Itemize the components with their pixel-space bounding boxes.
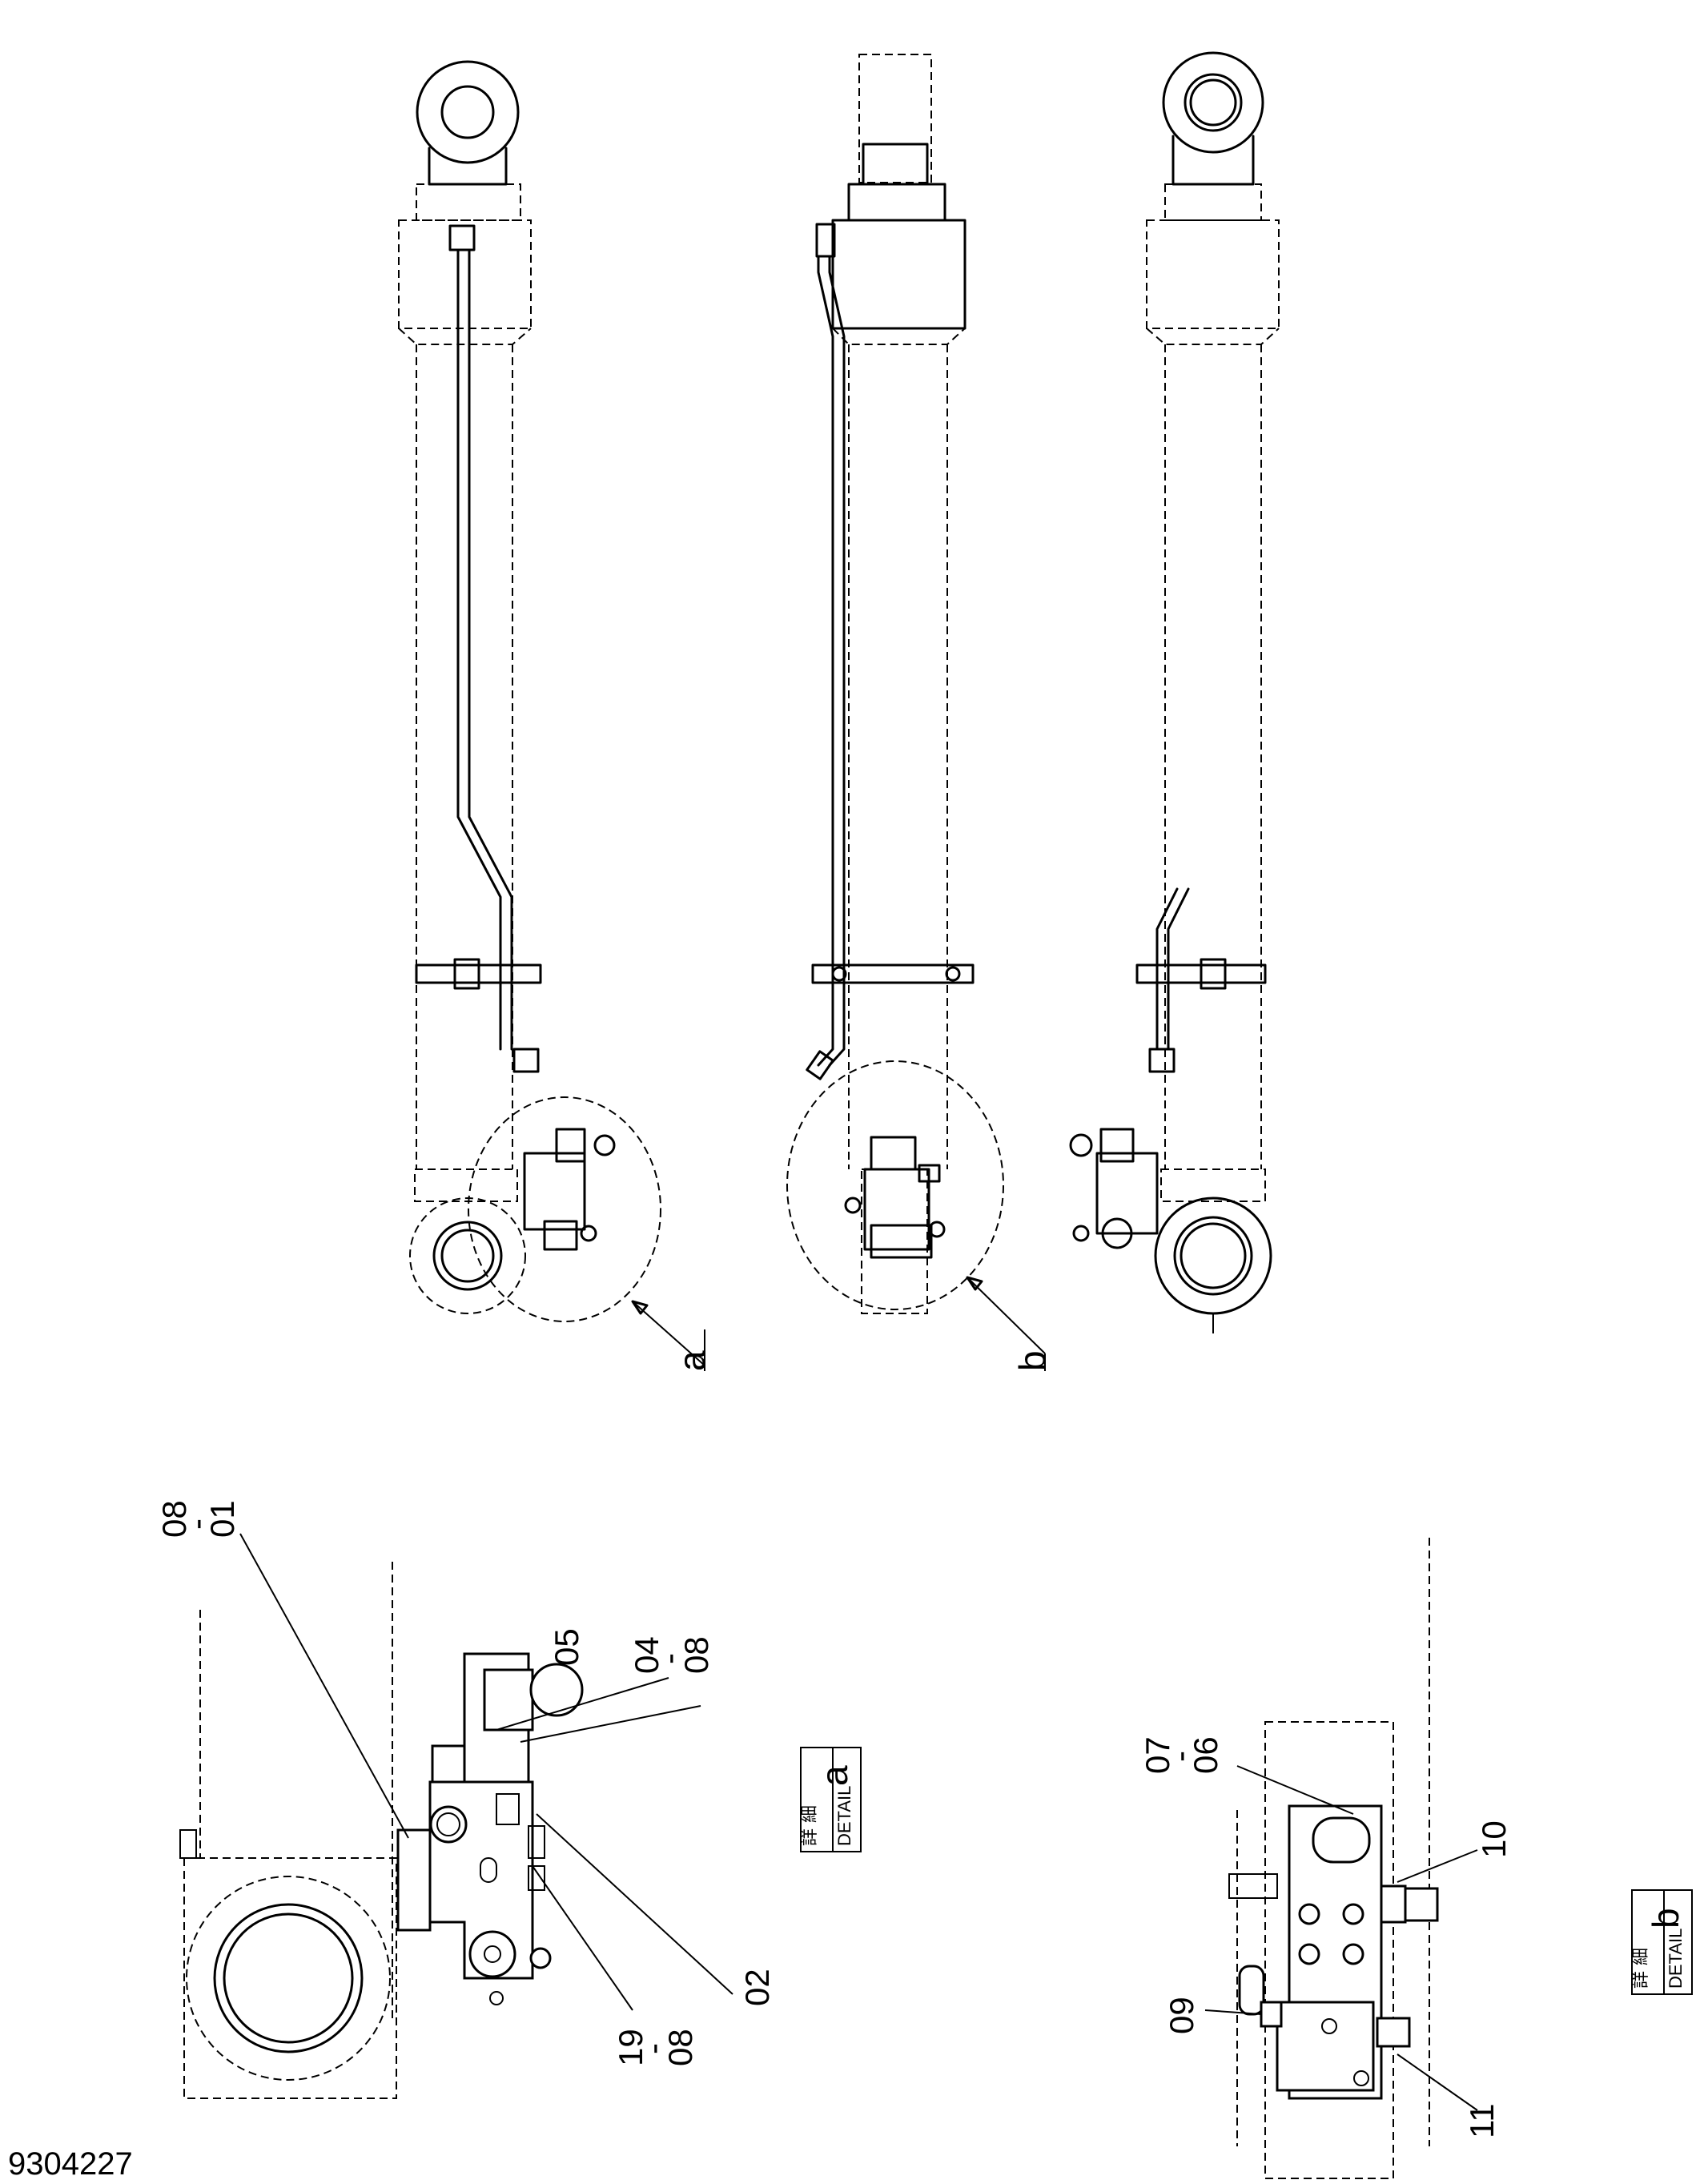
- part-label-07: 07: [1139, 1736, 1176, 1774]
- part-label-11: 11: [1463, 2103, 1501, 2138]
- part-label-01: 01: [203, 1500, 241, 1538]
- part-label-05: 05: [548, 1628, 585, 1666]
- callout-b-label: b: [1011, 1350, 1053, 1371]
- part-label-19: 19: [612, 2029, 649, 2066]
- part-label-10: 10: [1475, 1820, 1513, 1858]
- part-label-07-06-dash: -: [1161, 1751, 1199, 1762]
- detail-b-box: [1631, 1889, 1693, 1995]
- callout-a-label: a: [671, 1350, 713, 1371]
- part-label-19-08: 08: [661, 2029, 699, 2066]
- detail-a-kanji: 詳 細: [800, 1805, 820, 1846]
- detail-b-word: DETAIL: [1666, 1929, 1686, 1989]
- part-label-08: 08: [155, 1500, 193, 1538]
- part-label-02: 02: [738, 1969, 776, 2006]
- detail-a-word: DETAIL: [834, 1786, 854, 1846]
- part-label-06: 06: [1187, 1736, 1224, 1774]
- cylinder-view-left: [398, 60, 705, 1371]
- detail-b-letter: b: [1645, 1908, 1686, 1929]
- part-label-04-08-dash: -: [650, 1653, 688, 1664]
- detail-a-box: [800, 1747, 862, 1852]
- part-label-19-08-dash: -: [634, 2043, 672, 2054]
- detail-b-drawing: [1204, 1538, 1478, 2179]
- part-label-04: 04: [628, 1636, 665, 1674]
- detail-b-kanji: 詳 細: [1631, 1948, 1651, 1989]
- part-label-09: 09: [1163, 1997, 1200, 2034]
- detail-a-drawing: [179, 1533, 733, 2099]
- drawing-number: 9304227: [8, 2146, 133, 2182]
- cylinder-view-right: [1069, 51, 1280, 1333]
- part-label-08-01-dash: -: [178, 1518, 215, 1530]
- cylinder-view-middle: [786, 54, 1046, 1371]
- part-label-04-08: 08: [677, 1636, 715, 1674]
- detail-a-letter: a: [814, 1765, 855, 1786]
